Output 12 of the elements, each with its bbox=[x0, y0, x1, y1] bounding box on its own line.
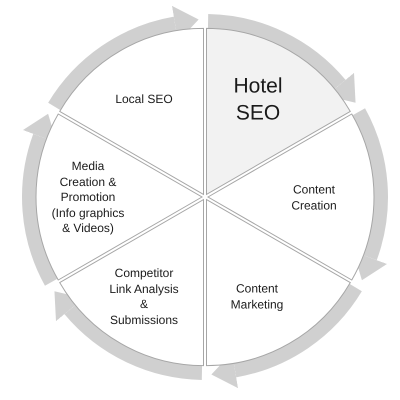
segment-label: Media Creation & Promotion (Info graphics & Videos) bbox=[50, 159, 126, 237]
cycle-arrow bbox=[208, 14, 357, 102]
segment-label: Content Marketing bbox=[230, 281, 284, 313]
segment-label: Competitor Link Analysis & Submissions bbox=[108, 266, 180, 328]
segment-label: Hotel SEO bbox=[232, 74, 284, 127]
cycle-arrow bbox=[212, 284, 362, 388]
cycle-arrow bbox=[352, 108, 388, 281]
cycle-arrow bbox=[22, 113, 58, 286]
cycle-arrow bbox=[53, 292, 202, 380]
segment-label: Local SEO bbox=[114, 92, 174, 108]
segment-label: Content Creation bbox=[290, 182, 338, 214]
cycle-arrow bbox=[48, 6, 198, 110]
